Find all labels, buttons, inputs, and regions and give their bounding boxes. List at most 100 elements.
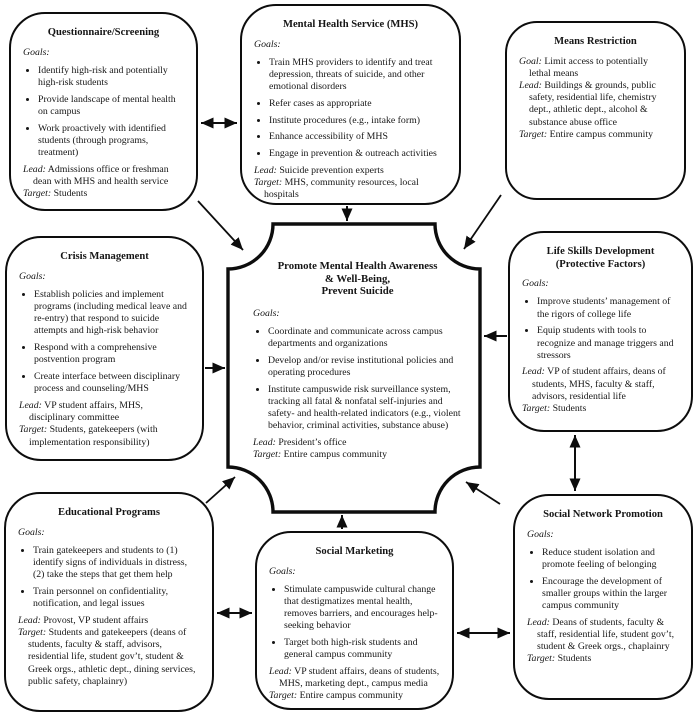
goal-bullet: Identify high-risk and potentially high-… (38, 65, 184, 89)
goal-bullet: Work proactively with identified student… (38, 123, 184, 160)
target-label: Target: (23, 188, 52, 200)
target-text: Students, gatekeepers (with implementati… (29, 424, 158, 448)
lead-label: Lead: (254, 164, 277, 176)
lead-text: Admissions office or freshman dean with … (33, 163, 169, 187)
lead-text: VP of student affairs, deans of students… (532, 366, 666, 402)
box-educational-programs: Educational Programs Goals: Train gateke… (4, 492, 214, 712)
target-text: Entire campus community (299, 690, 403, 702)
lead-label: Lead: (19, 399, 42, 411)
box-title: Promote Mental Health Awareness & Well-B… (277, 260, 438, 298)
lead-text: VP student affairs, deans of students, M… (279, 666, 440, 690)
target-line: Target: Students (522, 403, 679, 415)
goals-label: Goals: (254, 38, 281, 50)
goals-list: Coordinate and communicate across campus… (253, 326, 462, 433)
lead-label: Lead: (527, 616, 550, 628)
box-crisis-management: Crisis Management Goals: Establish polic… (5, 236, 204, 461)
lead-line: Lead: Buildings & grounds, public safety… (519, 80, 672, 129)
goal-bullet: Equip students with tools to recognize a… (537, 325, 679, 362)
goal-label: Goal: (519, 55, 542, 67)
goal-bullet: Create interface between disciplinary pr… (34, 371, 190, 395)
goals-label: Goals: (527, 528, 554, 540)
goal-bullet: Train personnel on confidentiality, noti… (33, 586, 200, 610)
lead-line: Lead: VP student affairs, MHS, disciplin… (19, 400, 190, 424)
arrow-questionnaire-center (197, 200, 244, 251)
lead-text: Suicide prevention experts (279, 164, 384, 176)
goals-list: Train gatekeepers and students to (1) id… (18, 545, 200, 611)
goals-list: Train MHS providers to identify and trea… (254, 57, 447, 160)
goal-bullet: Train MHS providers to identify and trea… (269, 57, 447, 94)
lead-line: Lead: Deans of students, faculty & staff… (527, 617, 679, 654)
target-text: Students (53, 188, 88, 200)
box-social-marketing: Social Marketing Goals: Stimulate campus… (255, 531, 454, 710)
lead-label: Lead: (522, 366, 545, 378)
goal-text: Limit access to potentially lethal means (529, 55, 648, 79)
target-label: Target: (254, 176, 283, 188)
goal-bullet: Encourage the development of smaller gro… (542, 576, 679, 613)
goal-bullet: Target both high-risk students and gener… (284, 637, 440, 661)
target-label: Target: (522, 403, 551, 415)
lead-line: Lead: Provost, VP student affairs (18, 615, 200, 627)
lead-text: VP student affairs, MHS, disciplinary co… (29, 399, 143, 424)
box-title: Educational Programs (58, 507, 160, 518)
goal-bullet: Establish policies and implement program… (34, 289, 190, 338)
target-line: Target: MHS, community resources, local … (254, 177, 447, 201)
box-title: Social Network Promotion (543, 509, 663, 520)
target-line: Target: Students and gatekeepers (deans … (18, 627, 200, 688)
target-line: Target: Entire campus community (253, 449, 462, 461)
lead-line: Lead: President’s office (253, 437, 462, 449)
goal-bullet: Reduce student isolation and promote fee… (542, 547, 679, 571)
box-mental-health-service: Mental Health Service (MHS) Goals: Train… (240, 4, 461, 205)
arrow-means-center (463, 194, 502, 250)
goal-bullet: Improve students’ management of the rigo… (537, 296, 679, 320)
goals-label: Goals: (23, 46, 50, 58)
target-text: MHS, community resources, local hospital… (264, 176, 419, 201)
target-line: Target: Students, gatekeepers (with impl… (19, 424, 190, 448)
goal-bullet: Engage in prevention & outreach activiti… (269, 148, 447, 160)
goal-bullet: Refer cases as appropriate (269, 98, 447, 110)
goals-list: Improve students’ management of the rigo… (522, 296, 679, 362)
goals-label: Goals: (522, 278, 549, 290)
goal-bullet: Institute procedures (e.g., intake form) (269, 115, 447, 127)
goals-label: Goals: (19, 270, 46, 282)
goals-list: Reduce student isolation and promote fee… (527, 547, 679, 613)
target-text: Entire campus community (549, 128, 653, 140)
lead-text: President’s office (278, 437, 347, 449)
target-line: Target: Students (527, 653, 679, 665)
target-text: Students (557, 653, 592, 665)
target-line: Target: Entire campus community (269, 690, 440, 702)
goal-bullet: Respond with a comprehensive postvention… (34, 342, 190, 366)
goal-bullet: Train gatekeepers and students to (1) id… (33, 545, 200, 582)
lead-label: Lead: (269, 666, 292, 678)
box-questionnaire-screening: Questionnaire/Screening Goals: Identify … (9, 12, 198, 211)
box-social-network-promotion: Social Network Promotion Goals: Reduce s… (513, 494, 693, 700)
goal-bullet: Stimulate campuswide cultural change tha… (284, 584, 440, 633)
goals-list: Stimulate campuswide cultural change tha… (269, 584, 440, 662)
goals-list: Identify high-risk and potentially high-… (23, 65, 184, 159)
goals-label: Goals: (253, 307, 280, 319)
box-means-restriction: Means Restriction Goal: Limit access to … (505, 21, 686, 200)
lead-line: Lead: VP of student affairs, deans of st… (522, 366, 679, 403)
target-line: Target: Students (23, 188, 184, 200)
lead-line: Lead: Suicide prevention experts (254, 165, 447, 177)
box-title: Social Marketing (315, 546, 394, 557)
goal-bullet: Institute campuswide risk surveillance s… (268, 384, 462, 433)
box-title: Means Restriction (554, 36, 637, 47)
lead-text: Buildings & grounds, public safety, resi… (529, 80, 657, 128)
box-center-goal: Promote Mental Health Awareness & Well-B… (239, 246, 470, 508)
target-label: Target: (18, 627, 47, 639)
target-text: Entire campus community (283, 449, 387, 461)
target-line: Target: Entire campus community (519, 129, 672, 141)
box-life-skills-development: Life Skills Development (Protective Fact… (508, 231, 693, 432)
box-title: Questionnaire/Screening (47, 27, 160, 38)
target-text: Students and gatekeepers (deans of stude… (28, 627, 196, 687)
target-label: Target: (19, 424, 48, 436)
target-text: Students (552, 403, 587, 415)
box-title: Life Skills Development (Protective Fact… (546, 246, 655, 270)
goal-bullet: Develop and/or revise institutional poli… (268, 355, 462, 379)
target-label: Target: (519, 128, 548, 140)
goal-bullet: Provide landscape of mental health on ca… (38, 94, 184, 118)
goals-list: Establish policies and implement program… (19, 289, 190, 396)
goal-bullet: Enhance accessibility of MHS (269, 131, 447, 143)
target-label: Target: (253, 449, 282, 461)
